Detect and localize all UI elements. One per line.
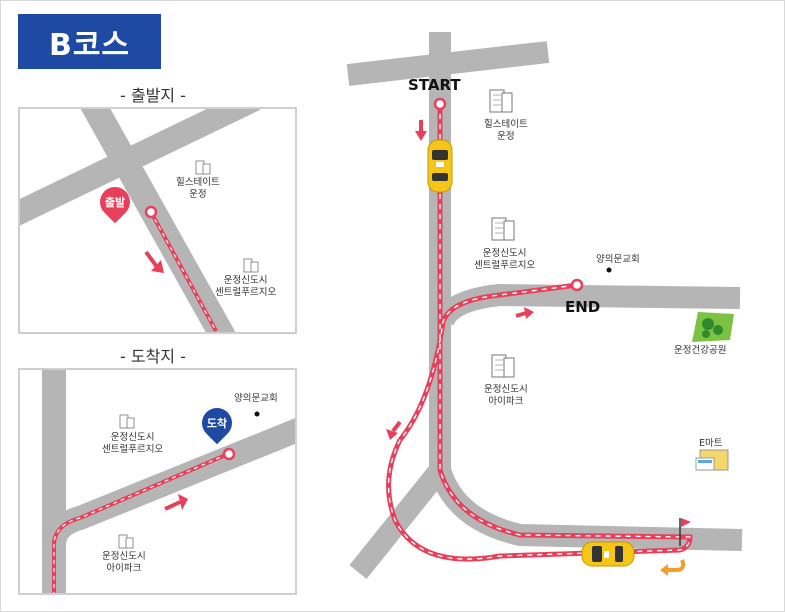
arrival-detail-svg [42, 370, 295, 593]
start-detail-svg [20, 109, 261, 332]
start-building2-label: 운정신도시 센트럴푸르지오 [215, 275, 277, 298]
direction-arrow-icon [164, 494, 188, 511]
central-label: 운정신도시 센트럴푸르지오 [474, 248, 536, 271]
start-point-marker [144, 205, 158, 219]
end-point-marker [222, 447, 236, 461]
church-label: 양의문교회 [596, 254, 640, 265]
building-icon [243, 258, 259, 273]
direction-arrow-icon [144, 250, 164, 273]
start-section-title: - 출발지 - [120, 86, 186, 105]
arrival-building1-label: 운정신도시 센트럴푸르지오 [102, 432, 164, 455]
church-dot [254, 411, 260, 417]
start-label: START [408, 76, 461, 94]
emart-label: E마트 [699, 438, 723, 449]
arrival-building2-label: 운정신도시 아이파크 [102, 551, 146, 574]
start-detail-map[interactable]: 출발 힐스테이트 운정 운정신도시 센트럴푸르지오 [18, 107, 297, 334]
arrival-section-title: - 도착지 - [120, 347, 186, 366]
building-icon [195, 160, 211, 175]
end-label: END [565, 298, 601, 316]
hillstate-label: 힐스테이트 운정 [484, 119, 528, 142]
park-label: 운정건강공원 [674, 345, 727, 356]
course-title-badge: B코스 [18, 14, 161, 69]
detail-road-main [80, 109, 236, 332]
ipark-label: 운정신도시 아이파크 [484, 384, 528, 407]
start-building1-label: 힐스테이트 운정 [176, 177, 220, 200]
building-icon [118, 534, 134, 549]
building-icon [119, 414, 135, 429]
arrival-church-label: 양의문교회 [234, 393, 278, 404]
detail-route-dash [53, 453, 229, 593]
arrival-detail-map[interactable]: 도착 양의문교회 운정신도시 센트럴푸르지오 운정신도시 아이파크 [18, 368, 297, 595]
detail-route-dash [150, 211, 217, 332]
detail-road-diagonal [42, 418, 295, 593]
